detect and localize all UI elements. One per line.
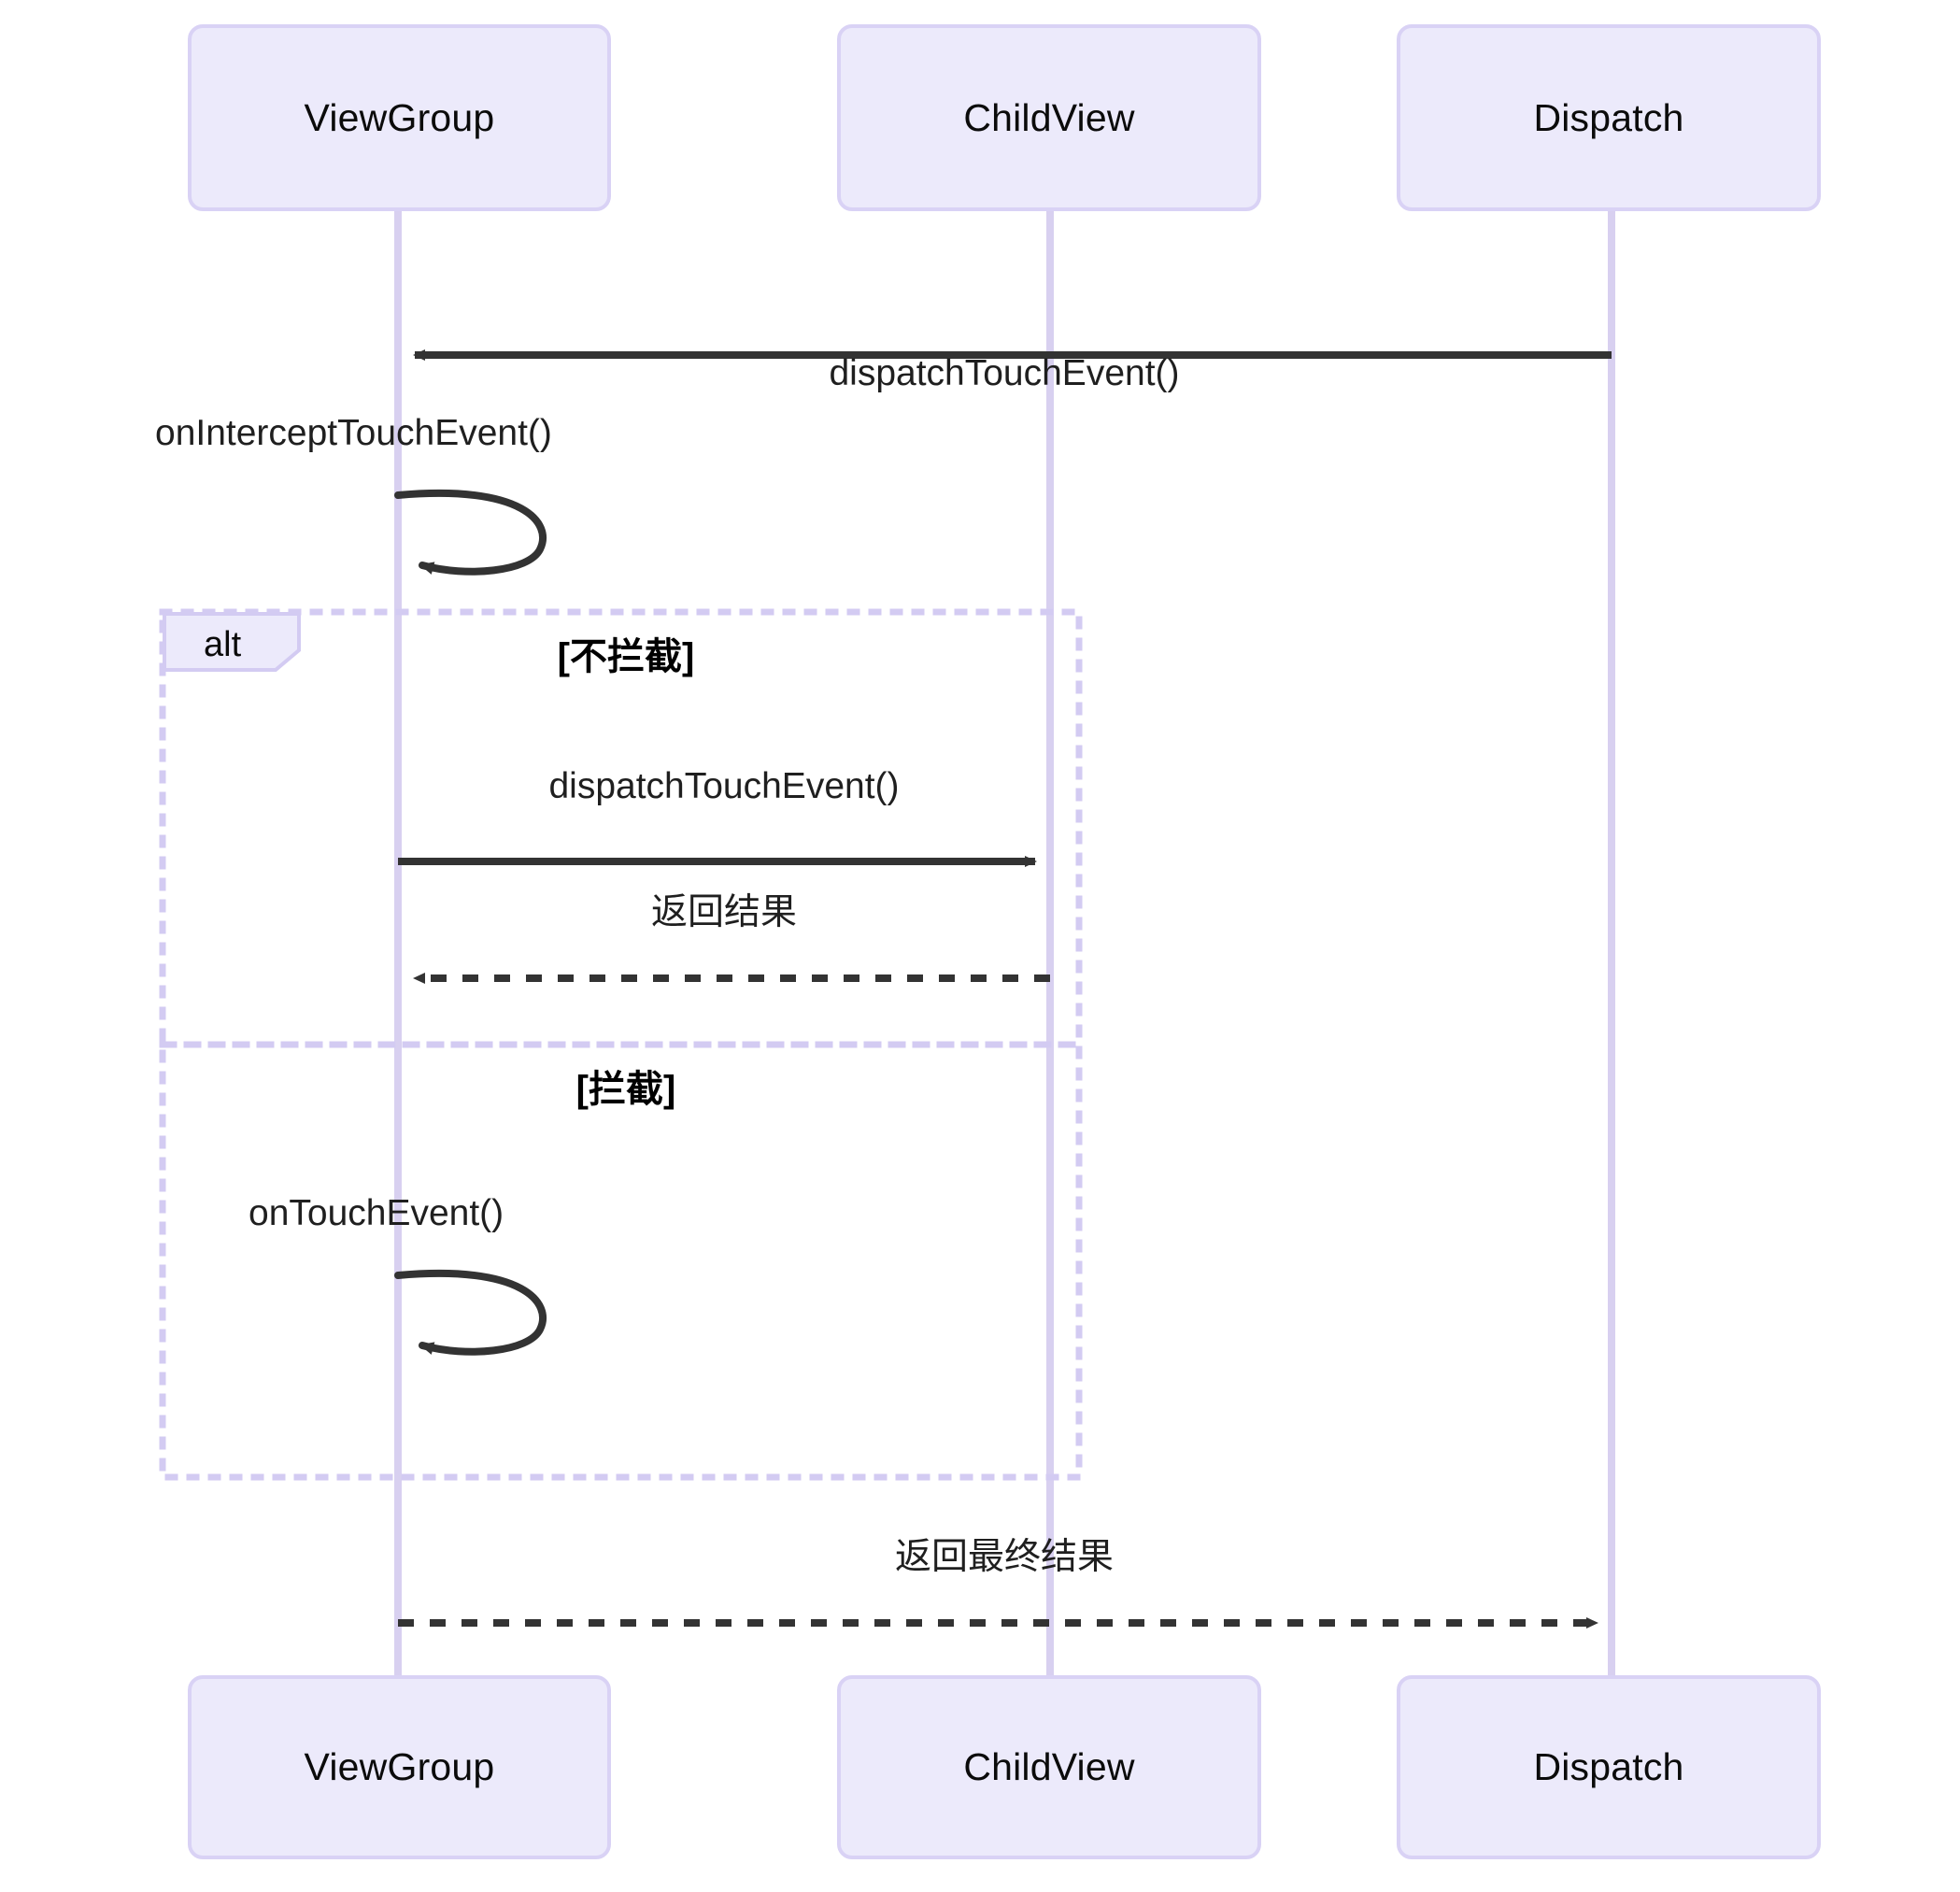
message-label-ontouchevent: onTouchEvent() <box>249 1193 504 1233</box>
message-label-dispatchtouchevent-inbound: dispatchTouchEvent() <box>829 353 1180 393</box>
message-label-return-result: 返回结果 <box>650 892 798 932</box>
participant-box-viewgroup-bottom[interactable] <box>188 1675 611 1859</box>
alt-fragment-outer-border <box>159 608 1083 1481</box>
message-selfloop-ontouchevent <box>394 1269 547 1356</box>
alt-fragment-frame <box>159 608 1083 1481</box>
participant-box-childview-bottom[interactable] <box>837 1675 1261 1859</box>
message-label-onintercepttouchevent: onInterceptTouchEvent() <box>155 413 552 453</box>
participant-boxes-bottom <box>188 1675 1821 1859</box>
message-label-dispatchtouchevent-tochild: dispatchTouchEvent() <box>548 766 900 806</box>
message-selfloop-onintercepttouchevent <box>394 489 547 576</box>
alt-keyword-box <box>163 612 301 672</box>
lifelines <box>394 209 1615 1678</box>
alt-branch-condition-1: [不拦截] <box>557 636 695 677</box>
participant-boxes-top <box>188 24 1821 211</box>
participant-box-childview-top[interactable] <box>837 24 1261 211</box>
participant-box-dispatch-top[interactable] <box>1397 24 1821 211</box>
alt-branch-condition-2: [拦截] <box>575 1069 676 1110</box>
participant-box-dispatch-bottom[interactable] <box>1397 1675 1821 1859</box>
participant-box-viewgroup-top[interactable] <box>188 24 611 211</box>
alt-fragment-keyword: alt <box>204 625 242 664</box>
message-label-return-final-result: 返回最终结果 <box>894 1537 1115 1577</box>
